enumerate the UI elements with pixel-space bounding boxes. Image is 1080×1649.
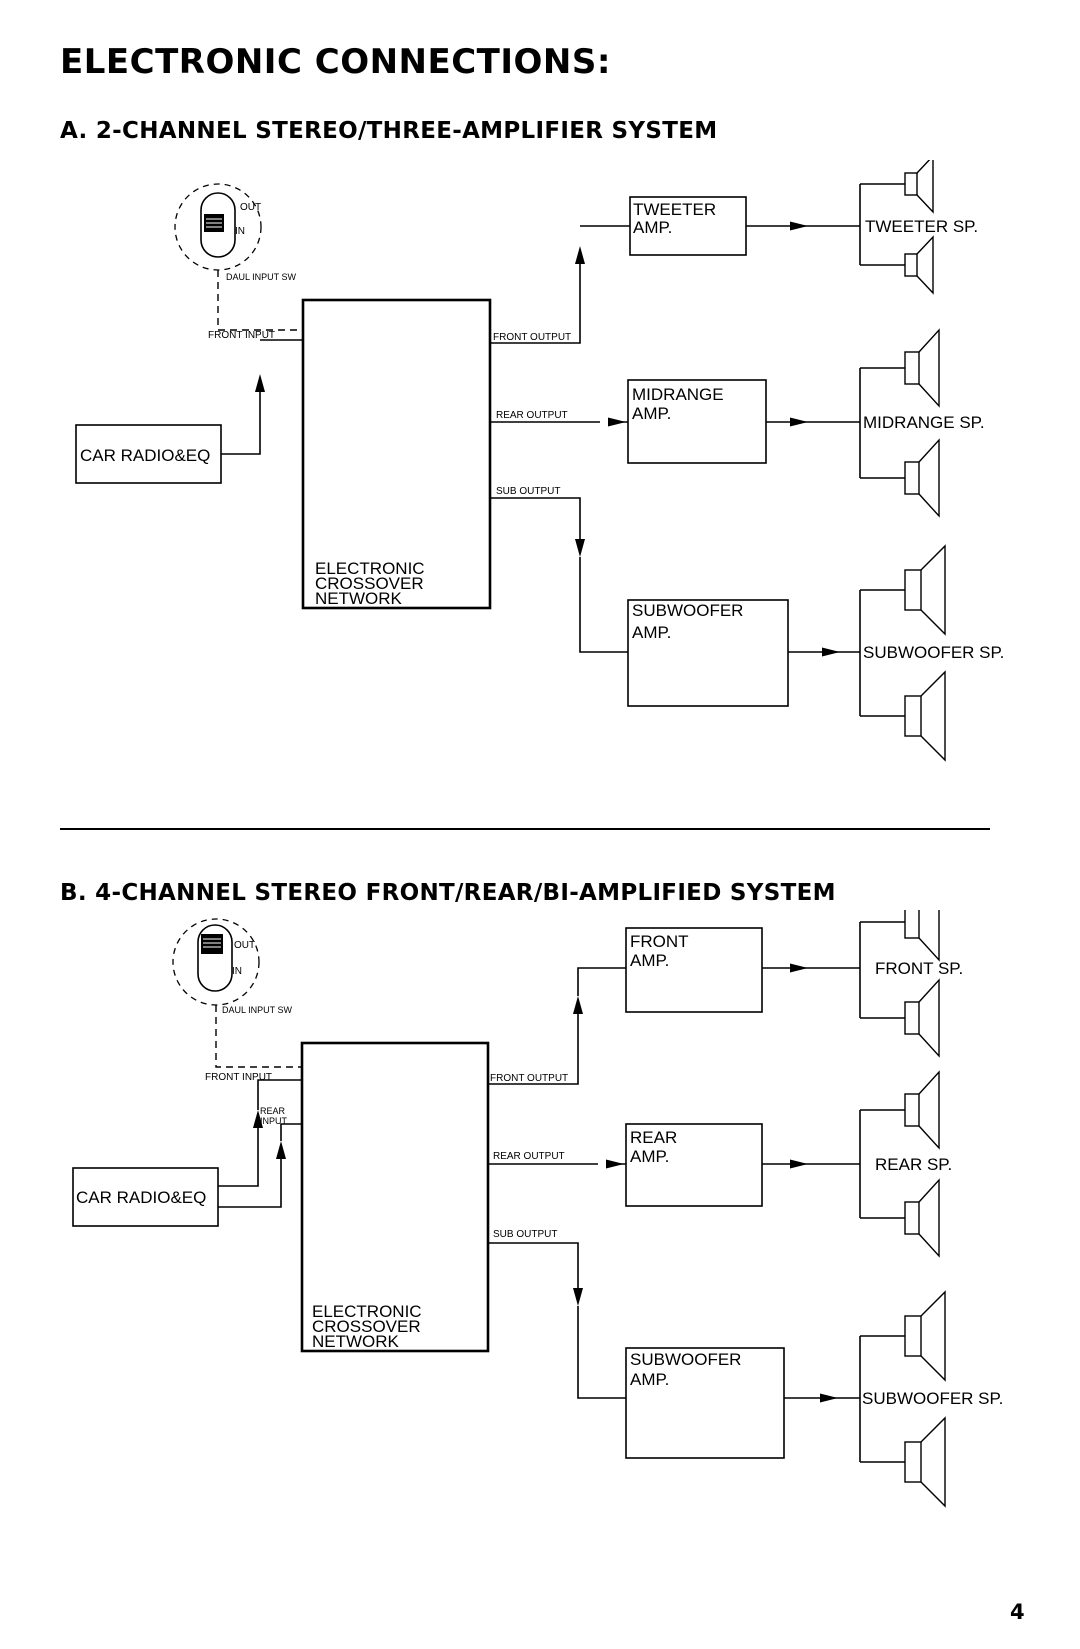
dual-input-switch: OUT IN DAUL INPUT SW [174, 183, 297, 282]
midrange-speaker-label: MIDRANGE SP. [863, 413, 985, 432]
front-amp-box [625, 927, 763, 1013]
page-number: 4 [1010, 1600, 1025, 1624]
front-output-label: FRONT OUTPUT [493, 332, 571, 343]
rear-amp-line2: AMP. [630, 1147, 669, 1166]
rear-input-label-line1: REAR [260, 1106, 286, 1116]
speaker-icon [904, 1178, 940, 1258]
rear-amp-line1: REAR [630, 1128, 677, 1147]
dual-input-switch: OUT IN DAUL INPUT SW [172, 918, 293, 1015]
speaker-icon [904, 1070, 940, 1150]
speaker-icon [904, 160, 934, 214]
crossover-line2: CROSSOVER [312, 1317, 421, 1336]
crossover-line2: CROSSOVER [315, 574, 424, 593]
speaker-icon [904, 328, 940, 408]
diagram-a: OUT IN DAUL INPUT SW CAR RADIO&EQ FRONT … [75, 160, 1004, 762]
subwoofer-amp-line1: SUBWOOFER [630, 1350, 741, 1369]
crossover-line1: ELECTRONIC [312, 1302, 422, 1321]
front-output-label: FRONT OUTPUT [490, 1073, 568, 1084]
front-speaker-label: FRONT SP. [875, 959, 963, 978]
switch-in-label: IN [232, 966, 242, 977]
tweeter-speaker-label: TWEETER SP. [865, 217, 978, 236]
front-input-label: FRONT INPUT [208, 330, 275, 341]
subwoofer-speaker-group: SUBWOOFER SP. [859, 1290, 1003, 1508]
section-a-title: A. 2-CHANNEL STEREO/THREE-AMPLIFIER SYST… [60, 118, 718, 144]
car-radio-box [72, 1167, 219, 1227]
switch-out-label: OUT [234, 940, 255, 951]
front-speaker-group: FRONT SP. [859, 910, 963, 1058]
switch-caption: DAUL INPUT SW [226, 272, 297, 282]
switch-in-label: IN [235, 226, 245, 237]
subwoofer-speaker-label: SUBWOOFER SP. [862, 1389, 1003, 1408]
diagram-b: OUT IN DAUL INPUT SW CAR RADIO&EQ FRONT … [72, 910, 1003, 1508]
subwoofer-amp-line1: SUBWOOFER [632, 601, 743, 620]
subwoofer-amp-line2: AMP. [632, 623, 671, 642]
speaker-icon [904, 978, 940, 1058]
tweeter-amp-line1: TWEETER [633, 200, 716, 219]
speaker-icon [904, 1416, 946, 1508]
speaker-icon [904, 1290, 946, 1382]
crossover-box [301, 298, 492, 610]
speaker-icon [904, 438, 940, 518]
crossover-box [300, 1041, 490, 1353]
switch-caption: DAUL INPUT SW [222, 1005, 293, 1015]
front-input-label: FRONT INPUT [205, 1072, 272, 1083]
midrange-speaker-group: MIDRANGE SP. [859, 328, 985, 518]
section-b-title: B. 4-CHANNEL STEREO FRONT/REAR/BI-AMPLIF… [60, 880, 836, 906]
speaker-icon [904, 235, 934, 295]
tweeter-amp-line2: AMP. [633, 218, 672, 237]
subwoofer-speaker-group: SUBWOOFER SP. [859, 544, 1004, 762]
rear-output-label: REAR OUTPUT [493, 1151, 565, 1162]
sub-output-label: SUB OUTPUT [496, 486, 560, 497]
rear-speaker-label: REAR SP. [875, 1155, 952, 1174]
crossover-line1: ELECTRONIC [315, 559, 425, 578]
crossover-line3: NETWORK [315, 589, 403, 608]
speaker-icon [904, 544, 946, 636]
subwoofer-amp-box [625, 1347, 785, 1459]
rear-amp-box [625, 1123, 763, 1207]
speaker-icon [904, 670, 946, 762]
page-title: ELECTRONIC CONNECTIONS: [60, 42, 611, 82]
tweeter-speaker-group: TWEETER SP. [859, 160, 978, 295]
car-radio-label: CAR RADIO&EQ [80, 446, 210, 465]
sub-output-label: SUB OUTPUT [493, 1229, 557, 1240]
rear-input-label-line2: INPUT [260, 1116, 288, 1126]
speaker-icon [904, 910, 940, 962]
subwoofer-amp-box [627, 599, 789, 707]
front-amp-line1: FRONT [630, 932, 689, 951]
front-amp-line2: AMP. [630, 951, 669, 970]
switch-out-label: OUT [240, 202, 261, 213]
subwoofer-speaker-label: SUBWOOFER SP. [863, 643, 1004, 662]
section-divider [60, 828, 990, 830]
crossover-line3: NETWORK [312, 1332, 400, 1351]
car-radio-label: CAR RADIO&EQ [76, 1188, 206, 1207]
midrange-amp-line2: AMP. [632, 404, 671, 423]
midrange-amp-line1: MIDRANGE [632, 385, 724, 404]
subwoofer-amp-line2: AMP. [630, 1370, 669, 1389]
rear-speaker-group: REAR SP. [859, 1070, 952, 1258]
rear-output-label: REAR OUTPUT [496, 410, 568, 421]
